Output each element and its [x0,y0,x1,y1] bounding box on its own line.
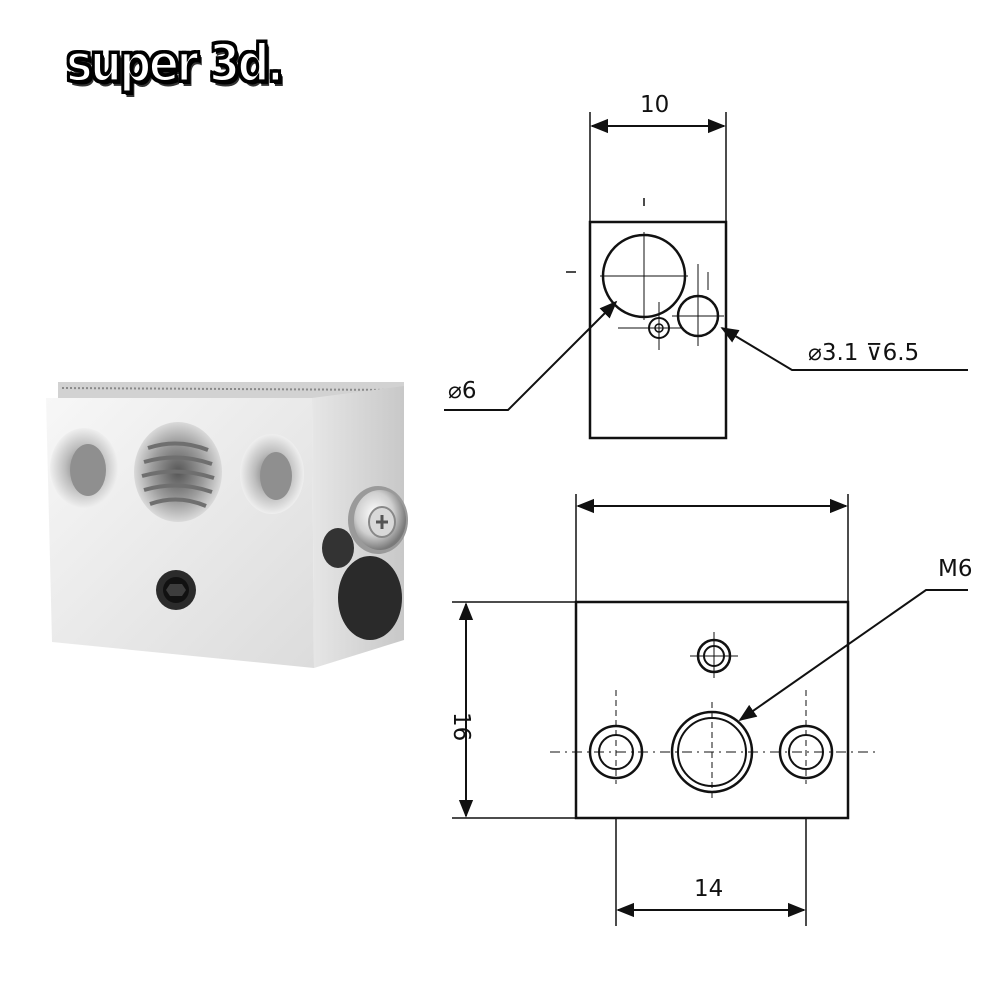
hole-spacing-label: 14 [694,876,723,902]
front-view [452,494,968,926]
small-hole-label: ⌀3.1 ⊽6.5 [808,340,919,366]
top-view [444,112,968,440]
right-through-hole [240,434,304,514]
height-label: 16 [448,712,474,741]
brand-logo: super 3d. [65,33,285,96]
top-width-label: 10 [640,92,669,118]
large-hole-label: ⌀6 [448,378,476,404]
clamp-screw [348,486,408,554]
set-screw-hole [156,570,196,610]
side-small-hole [322,528,354,568]
thermistor-hole [338,556,402,640]
front-view-outline [574,600,850,820]
threaded-center-hole [134,422,222,522]
left-through-hole [50,428,118,508]
large-hole-leader [444,300,618,411]
small-hole-leader [720,327,968,371]
thread-leader [738,589,968,722]
thread-label: M6 [938,556,972,582]
